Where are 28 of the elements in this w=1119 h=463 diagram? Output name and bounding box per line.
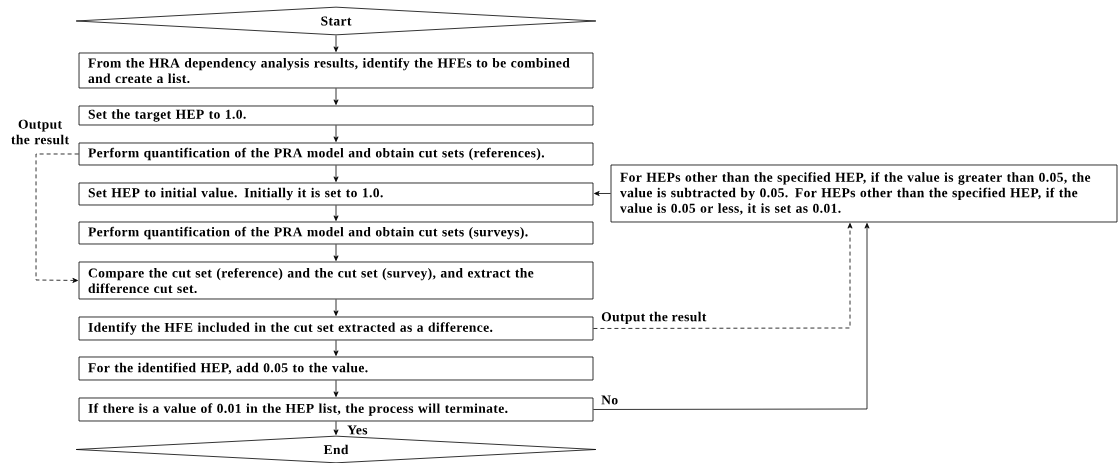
arrow [333,380,339,397]
arrow [333,244,339,261]
arrow [35,153,80,283]
process-box: Perform quantification of the PRA model and obtain cut sets (references). [78,142,594,166]
process-box: For HEPs other than the specified HEP, if the value is greater than 0.05, the value is subtracted by 0.05. For HEPs other than the specified HEP, if the value is 0.05 or less, it is set as 0.01. [610,164,1118,223]
process-box: From the HRA dependency analysis results, identify the HFEs to be combined and create a list. [78,52,594,89]
process-box: Perform quantification of the PRA model and obtain cut sets (surveys). [78,221,594,245]
arrow [333,299,339,316]
arrow [594,191,611,196]
edge-label: Yes [347,425,368,435]
process-box: Set the target HEP to 1.0. [78,105,594,126]
process-box: If there is a value of 0.01 in the HEP list, the process will terminate. [78,397,594,422]
arrow [333,205,339,221]
arrow [333,88,339,105]
edge-label: Output the result [601,311,707,325]
process-box: For the identified HEP, add 0.05 to the value. [78,356,594,381]
edge-label: No [601,395,618,405]
arrow [333,35,339,52]
process-box: Identify the HFE included in the cut set extracted as a difference. [78,316,594,341]
arrow [333,340,339,356]
process-box: Compare the cut set (reference) and the cut set (survey), and extract the difference cut set. [78,261,594,300]
arrow [333,165,339,182]
arrow [593,223,870,410]
arrow [593,223,853,329]
process-box: Set HEP to initial value. Initially it is set to 1.0. [78,182,594,206]
arrow [333,125,339,142]
edge-label: Output the result [11,119,69,145]
arrow [333,421,339,435]
